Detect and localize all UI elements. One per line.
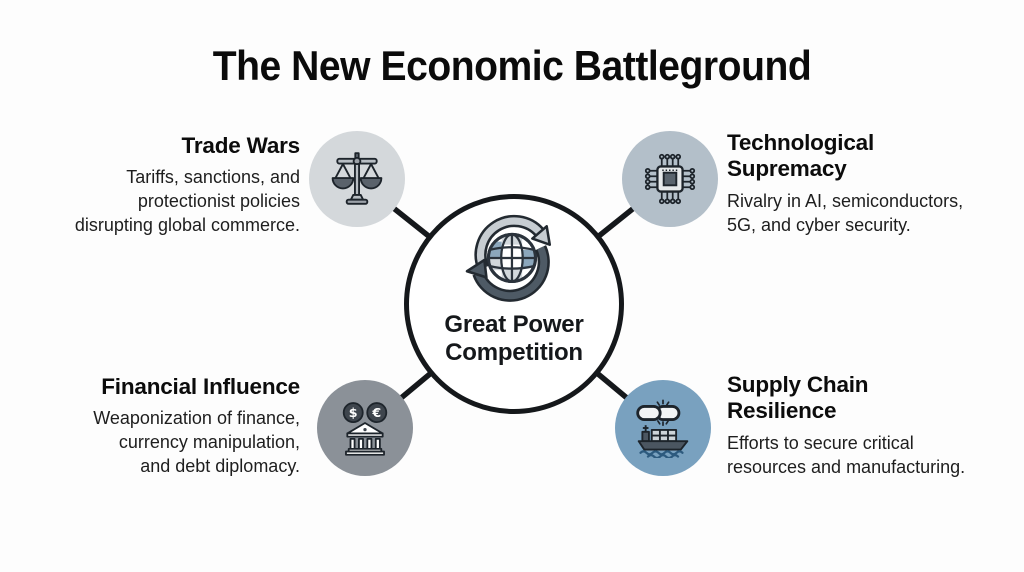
technological-supremacy-icon-circle [622,131,718,227]
bank-currencies-icon: $ € [342,402,388,456]
technological-supremacy-description: Rivalry in AI, semiconductors, 5G, and c… [727,190,964,235]
globe-exchange-arrows-icon [465,214,552,302]
chain-cargo-ship-icon [636,399,689,458]
financial-influence-icon-circle: $ € [317,380,413,476]
hub-circle: Great Power Competition [404,194,624,414]
supply-chain-resilience-block: Supply Chain Resilience Efforts to secur… [727,372,1024,480]
supply-chain-resilience-description: Efforts to secure critical resources and… [727,432,966,477]
trade-wars-description: Tariffs, sanctions, and protectionist po… [74,167,300,236]
supply-chain-resilience-heading: Supply Chain Resilience [727,372,869,424]
trade-wars-heading: Trade Wars [181,133,301,158]
financial-influence-block: Financial Influence Weaponization of fin… [0,374,300,479]
svg-text:€: € [371,405,381,420]
cpu-chip-icon [644,153,696,205]
technological-supremacy-heading: Technological Supremacy [727,130,875,182]
financial-influence-description: Weaponization of finance, currency manip… [93,408,300,477]
trade-wars-icon-circle [309,131,405,227]
svg-text:$: $ [349,405,358,420]
technological-supremacy-block: Technological Supremacy Rivalry in AI, s… [727,130,1024,238]
trade-wars-block: Trade Wars Tariffs, sanctions, and prote… [0,133,300,238]
page-title: The New Economic Battleground [212,42,812,89]
hub-label: Great Power Competition [444,311,584,366]
balance-scale-icon [331,152,383,205]
supply-chain-resilience-icon-circle [615,380,711,476]
financial-influence-heading: Financial Influence [101,374,300,399]
